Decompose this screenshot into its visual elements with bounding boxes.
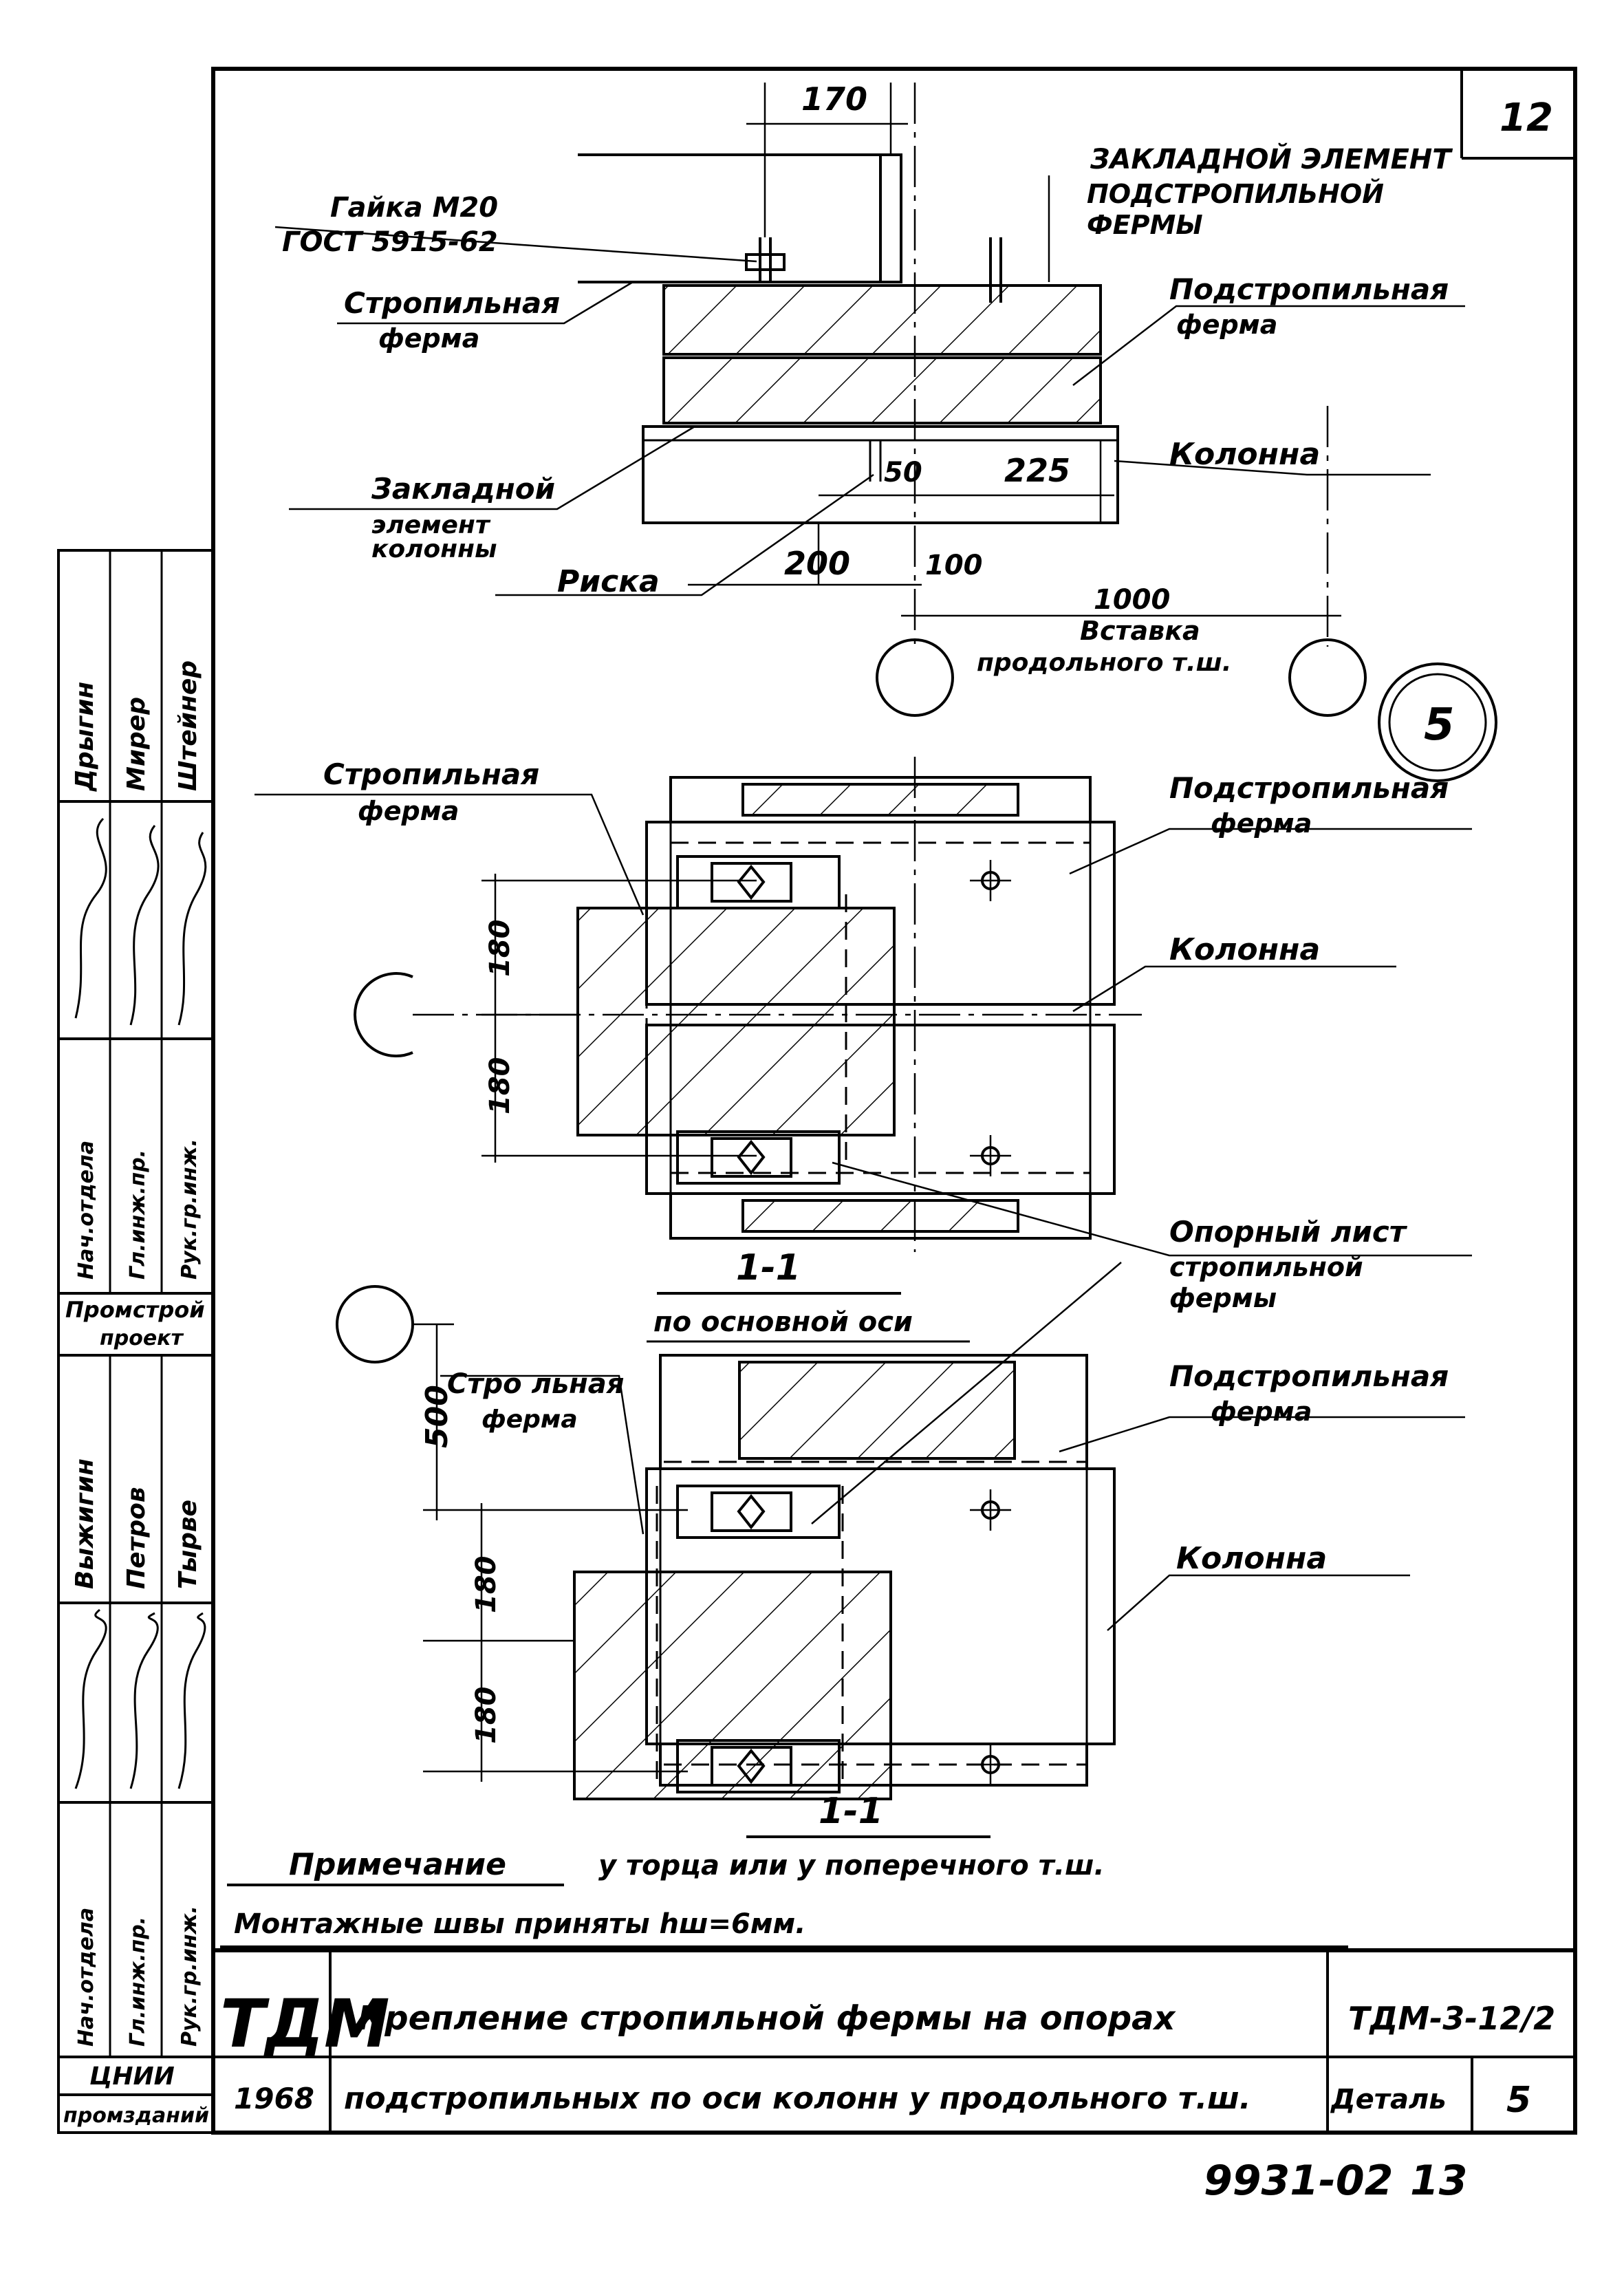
plan2-label-column: Колонна (1176, 1541, 1327, 1576)
stamp-org-line2: проект (100, 1326, 184, 1350)
plan1-caption: по основной оси (653, 1306, 913, 1338)
stamp-low-line1: Выжигин (71, 1458, 99, 1589)
plan-main-axis: 180 180 Стропильная ферма Подстропильная… (255, 757, 1472, 1343)
stamp-inst-line1: ЦНИИ (89, 2062, 175, 2091)
label-col-embed-line3: колонны (371, 535, 497, 563)
dim-100: 100 (925, 550, 983, 581)
plan1-label-rafter-line1: Стропильная (323, 757, 539, 791)
label-embed-line1: ЗАКЛАДНОЙ ЭЛЕМЕНТ (1090, 142, 1453, 175)
plan2-label-rafter-line2: ферма (481, 1405, 578, 1434)
stamp-inst-line2: промзданий (63, 2104, 209, 2128)
stamp-bot-line2: Гл.инж.пр. (126, 1917, 150, 2047)
stamp-top-line1: Дрыгин (71, 682, 99, 792)
section-top: 5 170 50 225 200 100 1000 Гайка М20 ГОСТ… (274, 80, 1497, 782)
stamp-org-line1: Промстрой (65, 1297, 205, 1323)
stamp-bot-line1: Нач.отдела (74, 1908, 98, 2047)
label-insert-line1: Вставка (1080, 616, 1200, 646)
title-detail-label: Деталь (1330, 2084, 1447, 2115)
title-code: ТДМ-3-12/2 (1348, 2000, 1555, 2037)
plan1-section-mark: 1-1 (736, 1247, 801, 1289)
plan1-label-subtruss-line1: Подстропильная (1169, 771, 1449, 805)
stamp-bot-line3: Рук.гр.инж. (177, 1906, 202, 2047)
label-column: Колонна (1169, 437, 1320, 472)
stamp-top-line3: Штейнер (174, 660, 202, 791)
label-nut-line1: Гайка М20 (330, 192, 498, 224)
stamp-low-line3: Тырве (174, 1500, 202, 1589)
dim-50: 50 (884, 457, 922, 488)
label-subtruss-line1: Подстропильная (1169, 272, 1449, 306)
dim-top-170: 170 (801, 80, 867, 118)
plan1-label-support-line1: Опорный лист (1169, 1215, 1408, 1249)
label-embed-line3: ФЕРМЫ (1087, 210, 1203, 240)
title-line1: Крепление стропильной фермы на опорах (358, 1999, 1177, 2038)
plan1-dim-180b: 180 (484, 1057, 516, 1115)
plan1-label-column: Колонна (1169, 932, 1320, 967)
title-block: ТДМ 1968 Крепление стропильной фермы на … (213, 1948, 1575, 2133)
label-nut-line2: ГОСТ 5915-62 (282, 226, 498, 258)
title-detail-number: 5 (1506, 2080, 1531, 2121)
label-col-embed-line1: Закладной (371, 472, 555, 506)
sheet-number: 12 (1500, 96, 1553, 140)
footer-code: 9931-02 (1204, 2157, 1393, 2205)
title-line2: подстропильных по оси колонн у продольно… (344, 2081, 1251, 2116)
notes-head: Примечание (289, 1847, 506, 1882)
stamp-mid-line1: Нач.отдела (74, 1141, 98, 1280)
title-logo: ТДМ (220, 1985, 390, 2062)
plan2-label-rafter-line1: Стро льная (447, 1368, 624, 1400)
plan2-dim-500: 500 (420, 1385, 455, 1448)
dim-200: 200 (784, 545, 850, 582)
label-col-embed-line2: элемент (371, 511, 491, 539)
label-embed-line2: ПОДСТРОПИЛЬНОЙ (1087, 179, 1384, 209)
plan2-label-subtruss-line2: ферма (1211, 1397, 1312, 1427)
plan-end-joint: 500 180 180 Стро льная ферма Подстропиль… (336, 1262, 1465, 1838)
label-rafter-line1: Стропильная (344, 286, 560, 320)
plan2-label-subtruss-line1: Подстропильная (1169, 1359, 1449, 1393)
plan2-dim-180a: 180 (470, 1556, 502, 1614)
dim-225: 225 (1004, 452, 1070, 489)
notes-line1: у торца или у поперечного т.ш. (598, 1850, 1105, 1882)
stamp-top-line2: Мирер (122, 697, 151, 791)
stamp-low-line2: Петров (122, 1487, 151, 1589)
plan1-label-support-line2: стропильной (1169, 1252, 1363, 1282)
notes-line2: Монтажные швы приняты hш=6мм. (234, 1908, 805, 1940)
dim-1000: 1000 (1094, 584, 1170, 616)
footer-page: 13 (1410, 2157, 1468, 2205)
label-mark: Риска (557, 564, 660, 599)
stamp-mid-line3: Рук.гр.инж. (177, 1139, 202, 1280)
label-insert-line2: продольного т.ш. (977, 649, 1231, 677)
footer: 9931-02 13 (1204, 2157, 1468, 2205)
stamp-mid-line2: Гл.инж.пр. (126, 1150, 150, 1280)
detail-circle-number: 5 (1424, 700, 1455, 751)
plan1-label-support-line3: фермы (1169, 1283, 1277, 1313)
label-rafter-line2: ферма (378, 323, 479, 354)
plan1-dim-180a: 180 (484, 920, 516, 978)
plan2-section-mark: 1-1 (819, 1791, 883, 1832)
side-stamp: Дрыгин Мирер Штейнер Нач.отдела Гл.инж.п… (57, 549, 215, 2134)
notes-block: Примечание у торца или у поперечного т.ш… (220, 1847, 1348, 1948)
plan1-label-rafter-line2: ферма (358, 796, 459, 826)
plan1-label-subtruss-line2: ферма (1211, 808, 1312, 839)
label-subtruss-line2: ферма (1176, 310, 1277, 340)
plan2-dim-180b: 180 (470, 1687, 502, 1745)
title-year: 1968 (234, 2082, 314, 2115)
